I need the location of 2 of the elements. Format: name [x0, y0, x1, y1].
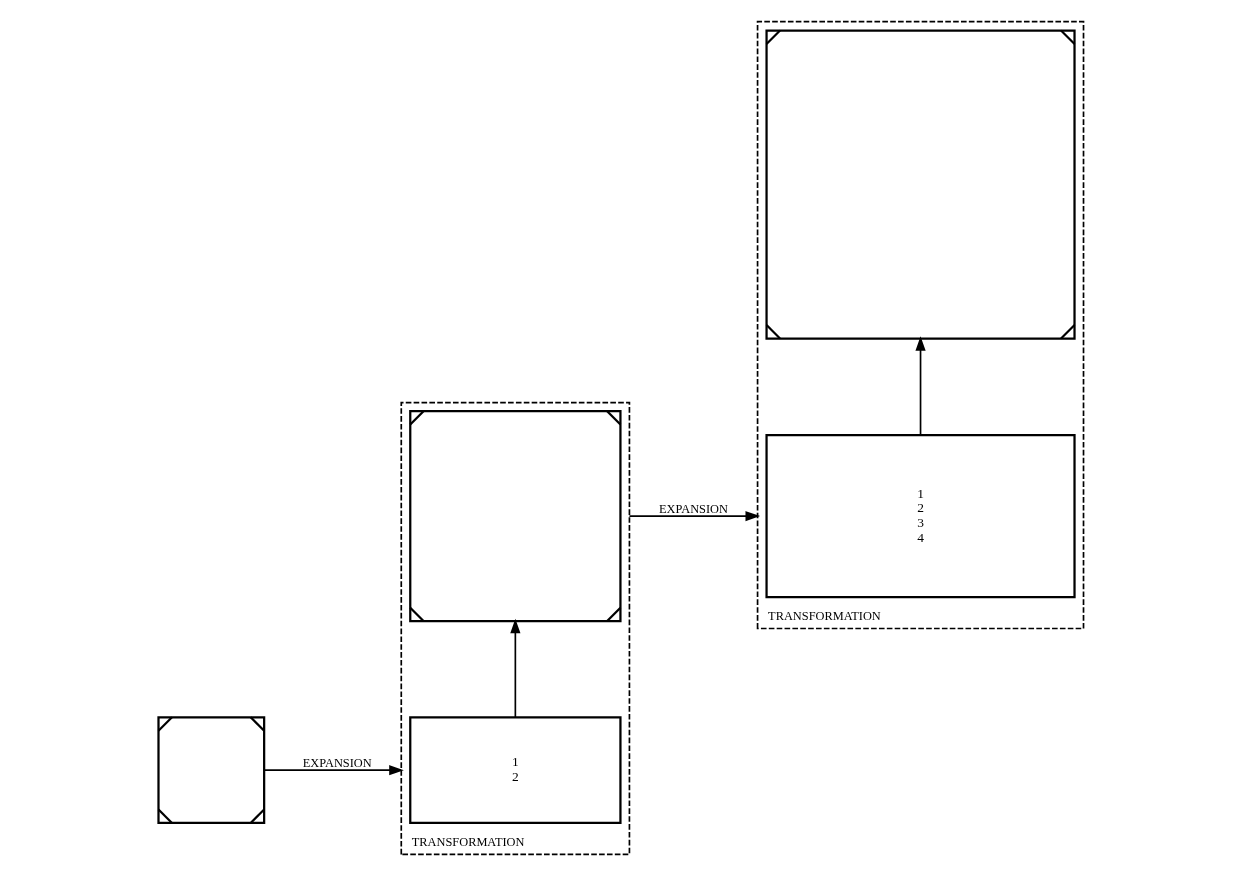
edge-label: EXPANSION	[302, 755, 372, 770]
edge-label: EXPANSION	[658, 501, 728, 516]
